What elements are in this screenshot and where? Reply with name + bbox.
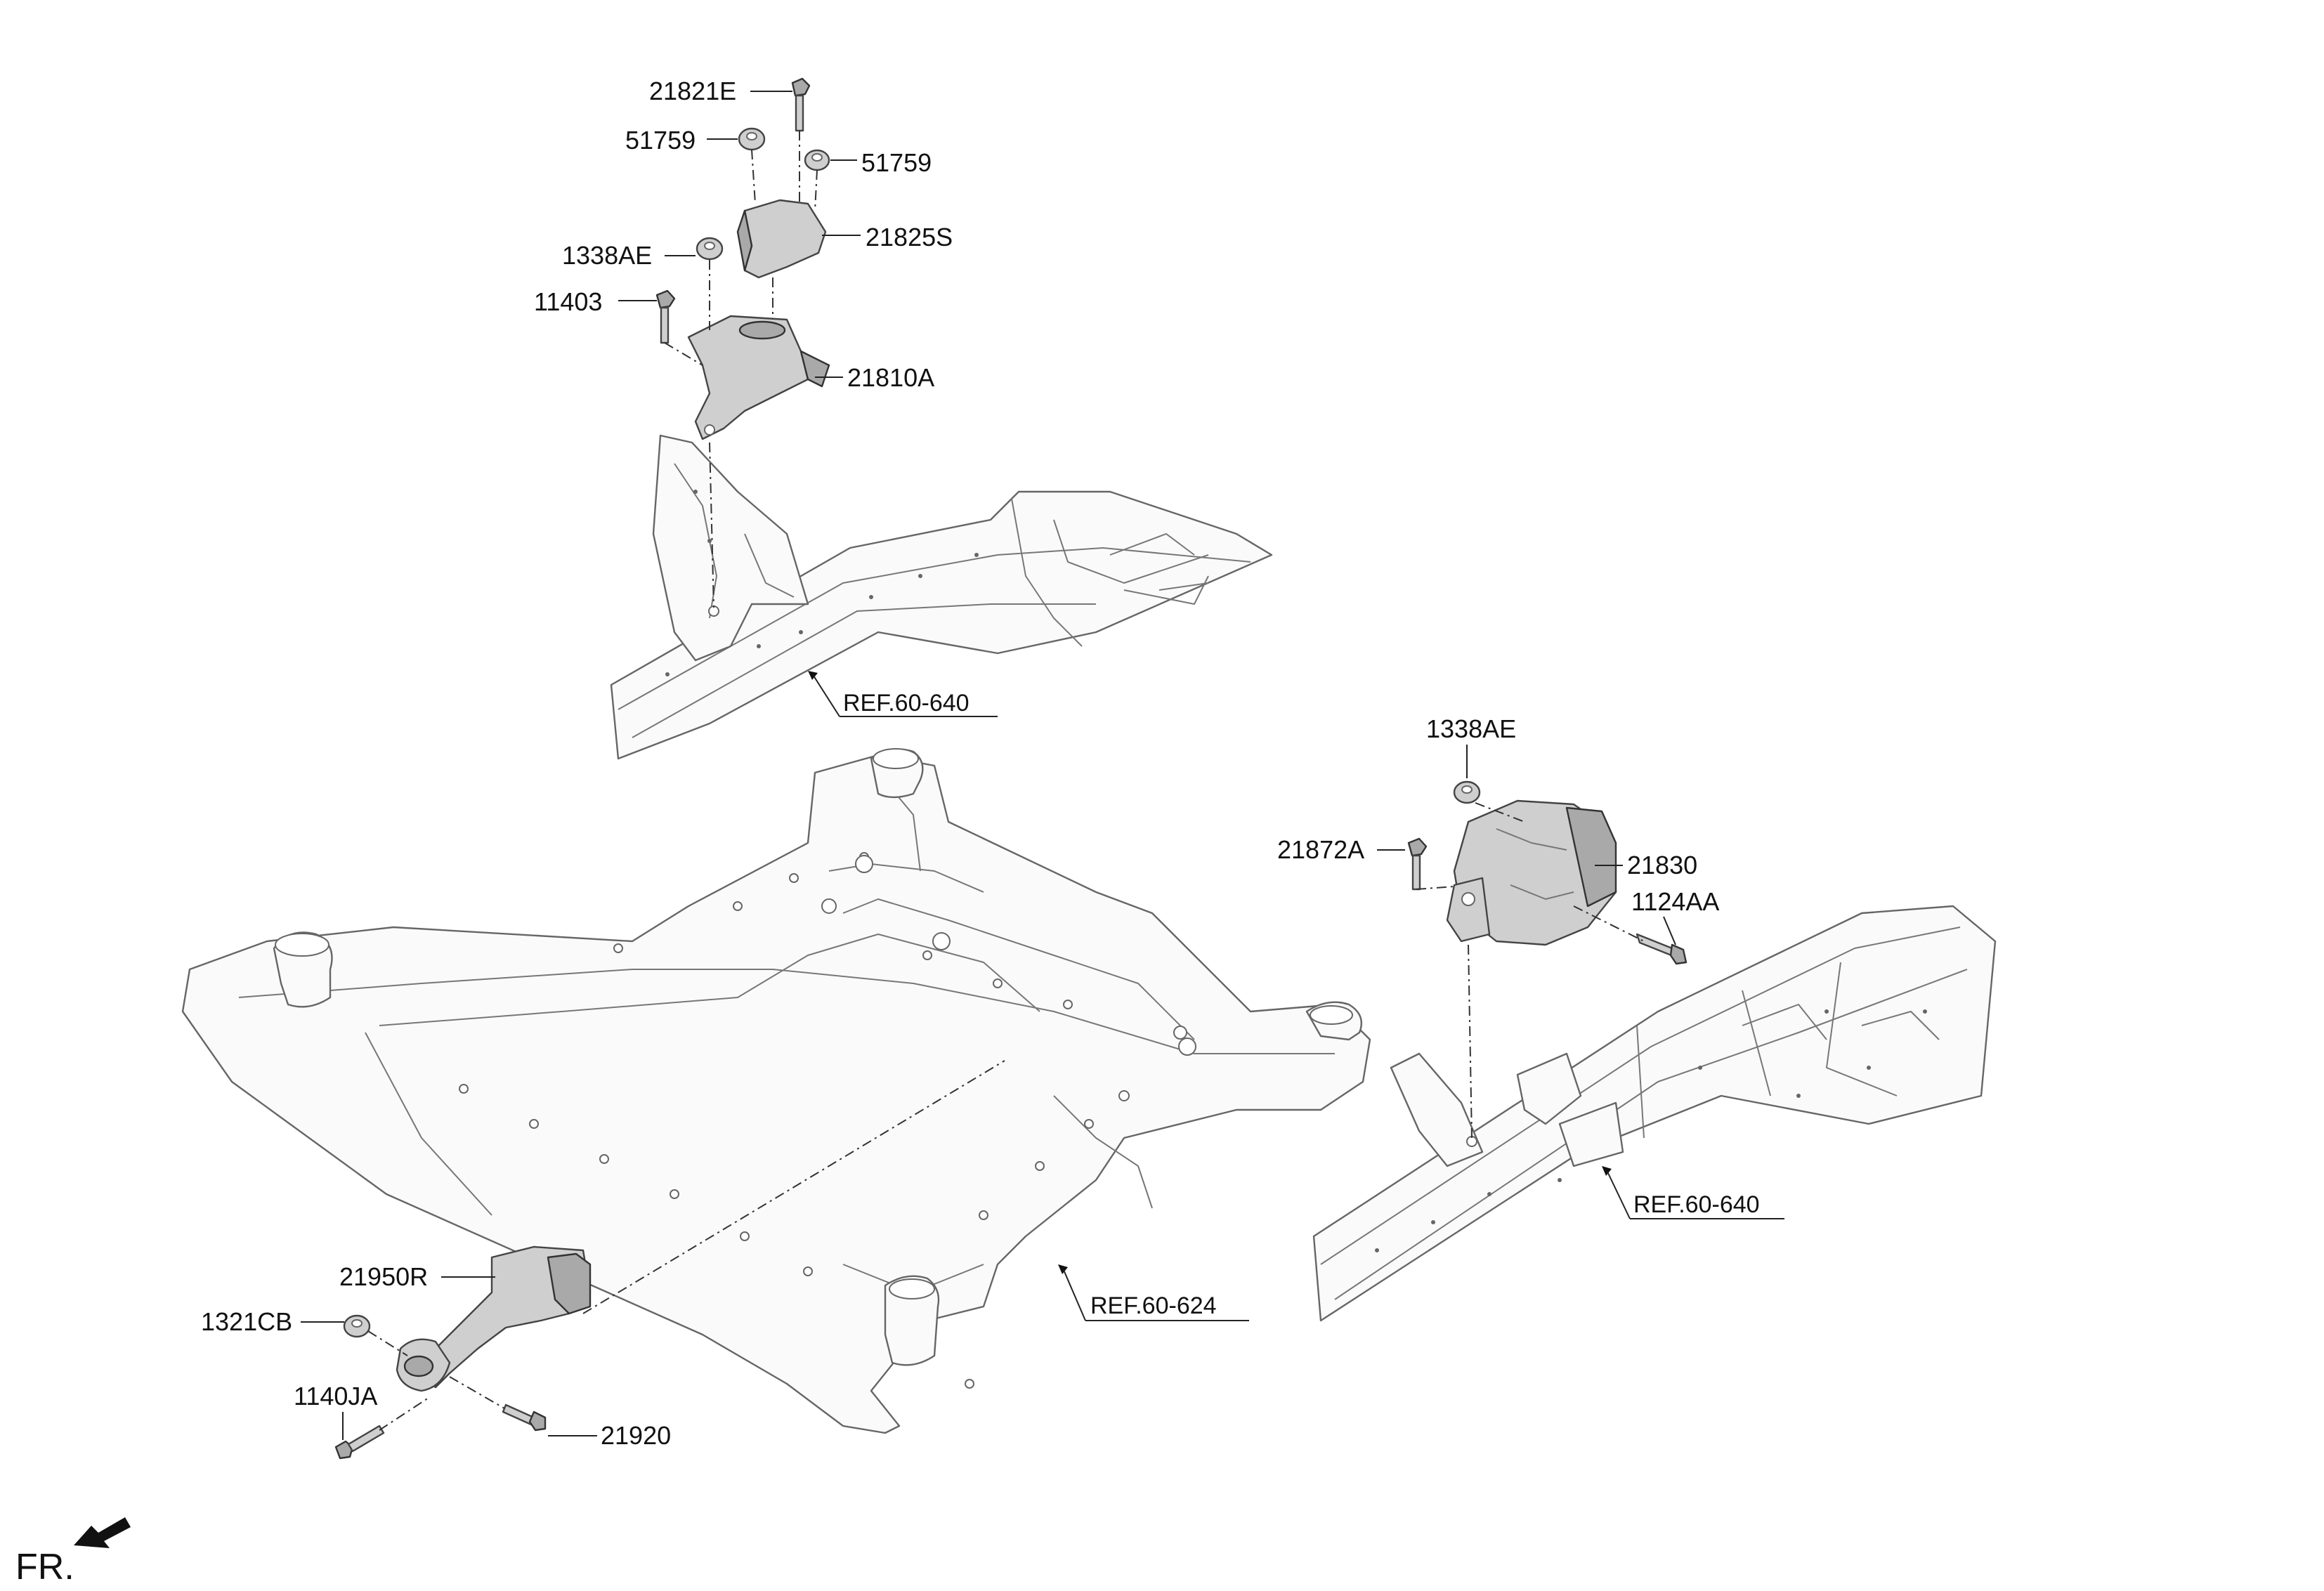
nut-1321CB (343, 1314, 371, 1338)
transmission-mount-21830 (1446, 799, 1617, 946)
bolt-1124AA (1636, 933, 1687, 965)
label-51759-left: 51759 (625, 126, 696, 155)
nut-1338AE-right (1453, 780, 1481, 804)
label-51759-right: 51759 (861, 148, 932, 177)
ref-label-60-640-top: REF.60-640 (843, 690, 970, 716)
label-21821E: 21821E (649, 77, 736, 105)
label-21810A: 21810A (847, 363, 934, 392)
label-21950R: 21950R (339, 1262, 428, 1291)
label-1338AE-right: 1338AE (1426, 714, 1516, 743)
mount-support-21825S (736, 199, 827, 279)
top-side-member (610, 434, 1273, 760)
bolt-21920 (502, 1403, 547, 1432)
nut-51759-left (738, 127, 766, 151)
nut-51759-right (804, 149, 830, 171)
nut-1338AE-top (696, 237, 724, 261)
leader-lines (301, 91, 1784, 1440)
bolt-21872A (1407, 837, 1428, 891)
roll-rod-bracket-21950R (396, 1245, 592, 1392)
label-1140JA: 1140JA (294, 1382, 377, 1410)
subframe (181, 748, 1371, 1434)
label-1338AE-top: 1338AE (562, 241, 652, 270)
label-11403: 11403 (534, 287, 602, 316)
fr-arrow-icon (74, 1517, 131, 1548)
bolt-21821E (791, 77, 811, 132)
bolt-1140JA (334, 1425, 385, 1460)
ref-label-60-640-right: REF.60-640 (1633, 1191, 1760, 1218)
label-21830: 21830 (1627, 851, 1697, 879)
label-1124AA: 1124AA (1631, 887, 1719, 916)
label-1321CB: 1321CB (201, 1307, 292, 1336)
engine-mount-bracket-21810A (687, 315, 830, 440)
label-21825S: 21825S (866, 223, 953, 251)
bolt-11403 (655, 289, 676, 344)
front-direction-label: FR. (15, 1547, 74, 1587)
label-21872A: 21872A (1277, 835, 1364, 864)
right-side-member (1312, 905, 1997, 1322)
ref-label-60-624: REF.60-624 (1090, 1292, 1217, 1319)
label-21920: 21920 (601, 1421, 671, 1450)
